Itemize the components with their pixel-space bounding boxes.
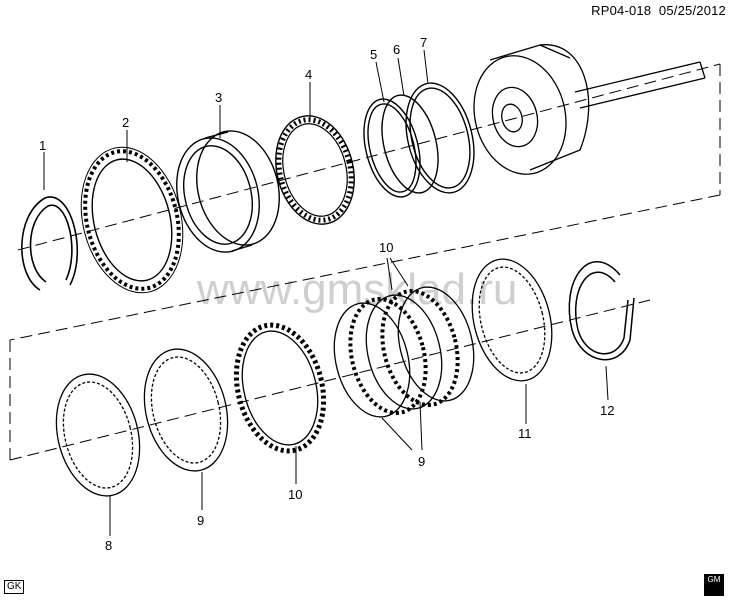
gm-logo: GM <box>704 574 724 596</box>
part-9-10-plate-stack <box>333 286 475 418</box>
callout-8: 8 <box>105 538 112 553</box>
callout-6: 6 <box>393 42 400 57</box>
part-6-seal <box>381 94 439 194</box>
callout-12: 12 <box>600 403 614 418</box>
leader-lines <box>43 49 609 536</box>
part-11-backing-plate <box>471 258 553 382</box>
clutch-drum-shaft <box>473 44 706 175</box>
part-1-snap-ring <box>21 196 79 291</box>
diagram-date: 05/25/2012 <box>658 3 726 18</box>
callout-9-left: 9 <box>197 513 204 528</box>
diagram-header: RP04-018 05/25/2012 <box>591 3 726 18</box>
part-2-backing-plate <box>80 146 184 294</box>
callout-3: 3 <box>215 90 222 105</box>
part-9-steel-plate <box>143 348 229 472</box>
part-3-piston-sleeve <box>176 130 280 253</box>
callout-1: 1 <box>39 138 46 153</box>
callout-10-left: 10 <box>288 487 302 502</box>
callout-11: 11 <box>518 426 532 441</box>
centerlines <box>9 63 721 461</box>
part-12-snap-ring <box>568 261 635 361</box>
callout-2: 2 <box>122 115 129 130</box>
gk-badge: GK <box>4 580 25 594</box>
watermark-text: www.gmsklad.ru <box>196 265 517 314</box>
callout-9-stack: 9 <box>418 454 425 469</box>
part-4-roller-clutch <box>275 115 355 225</box>
callout-7: 7 <box>420 35 427 50</box>
callout-4: 4 <box>305 67 312 82</box>
callout-10-stack: 10 <box>379 240 393 255</box>
part-10-friction-plate <box>233 322 327 454</box>
diagram-code: RP04-018 <box>591 3 652 18</box>
part-8-steel-plate <box>55 373 141 497</box>
callout-5: 5 <box>370 47 377 62</box>
part-5-seal <box>363 98 421 198</box>
part-7-seal <box>405 82 475 194</box>
